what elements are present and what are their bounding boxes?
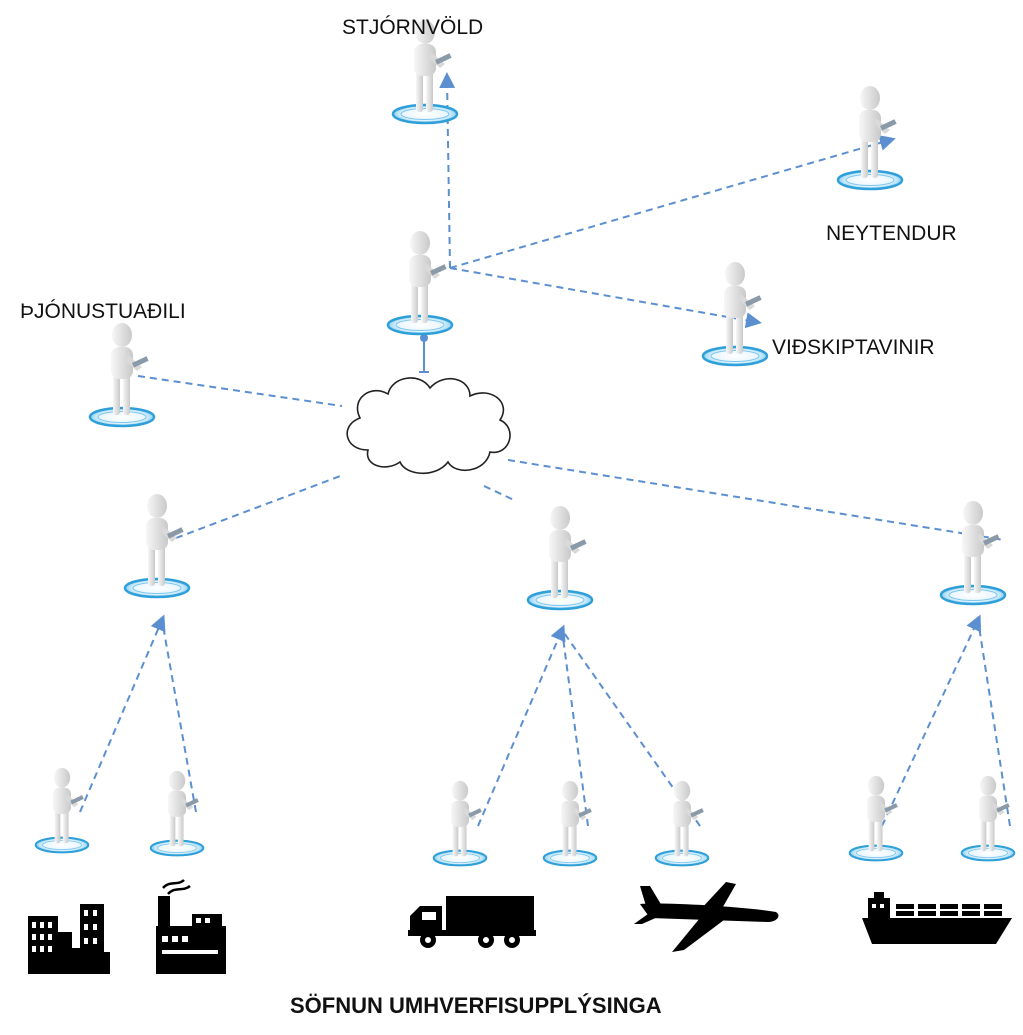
label-government: STJÓRNVÖLD [342,16,484,39]
truck-icon [408,896,536,948]
cargo-ship-icon [862,892,1012,944]
factory-icon [156,879,226,974]
label-consumers: NEYTENDUR [826,222,957,245]
label-service-provider: ÞJÓNUSTUAÐILI [20,300,186,323]
label-customers: VIÐSKIPTAVINIR [772,336,935,359]
cloud-link [419,334,429,373]
airplane-icon [634,882,779,952]
cloud-icon [346,377,511,474]
city-buildings-icon [28,904,110,974]
diagram-title: SÖFNUN UMHVERFISUPPLÝSINGA [290,993,662,1018]
